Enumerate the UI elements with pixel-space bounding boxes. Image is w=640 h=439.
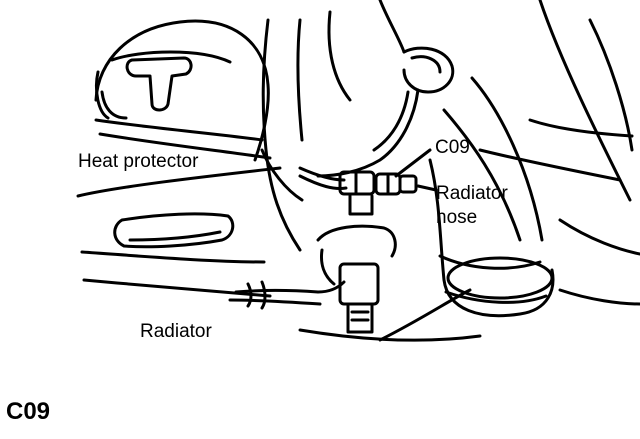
- figure-code: C09: [6, 398, 51, 425]
- hose-leader: [418, 186, 436, 190]
- radiator-wire: [236, 282, 344, 292]
- c09-leader: [396, 150, 430, 176]
- heat-protector-shape: [96, 21, 268, 160]
- t-cutout: [127, 58, 191, 110]
- label-heat-protector: Heat protector: [78, 151, 199, 172]
- label-radiator-hose-line1: Radiator: [436, 183, 508, 204]
- label-radiator-hose-line2: hose: [436, 207, 478, 228]
- shield-slot: [115, 214, 233, 247]
- radiator-hose: [430, 160, 553, 316]
- wire-harness: [318, 90, 418, 176]
- label-radiator: Radiator: [140, 321, 212, 342]
- label-connector-c09: C09: [435, 137, 470, 158]
